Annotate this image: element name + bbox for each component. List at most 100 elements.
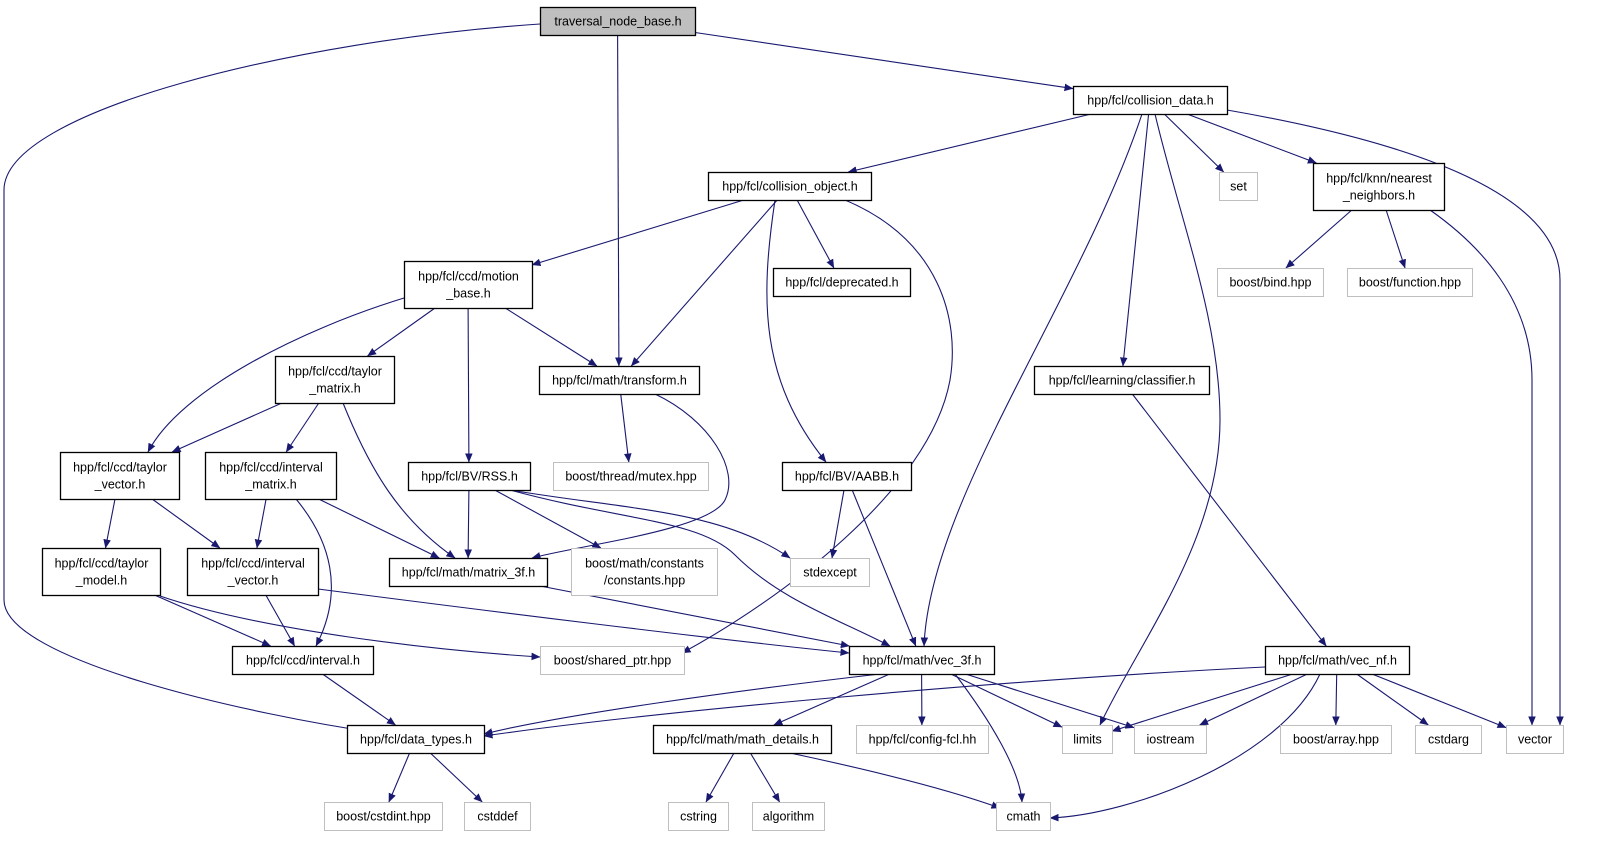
node-label: boost/thread/mutex.hpp — [565, 470, 696, 484]
edge-taylor-model-to-interval — [154, 594, 272, 647]
node-knn[interactable]: hpp/fcl/knn/nearest_neighbors.h — [1312, 162, 1446, 212]
node-box — [1415, 725, 1482, 754]
node-iostream[interactable]: iostream — [1134, 725, 1207, 754]
edge-taylor-vector-to-interval-vector — [151, 498, 221, 549]
edge-collision-data-to-knn — [1186, 113, 1317, 164]
edge-aabb-to-stdexcept — [829, 489, 845, 559]
node-constants[interactable]: boost/math/constants/constants.hpp — [571, 548, 718, 596]
node-collision-data[interactable]: hpp/fcl/collision_data.h — [1072, 85, 1229, 116]
node-motion-base[interactable]: hpp/fcl/ccd/motion_base.h — [403, 260, 534, 310]
node-mutex[interactable]: boost/thread/mutex.hpp — [553, 462, 709, 491]
node-taylor-model[interactable]: hpp/fcl/ccd/taylor _model.h — [41, 547, 162, 597]
node-label: hpp/fcl/math/vec_3f.h — [863, 654, 982, 668]
edge-collision-data-to-classifier — [1120, 113, 1150, 367]
edge-data-types-to-cstdint — [388, 752, 411, 803]
edge-vec-nf-to-data-types — [483, 666, 1266, 739]
node-taylor-vector[interactable]: hpp/fcl/ccd/taylor_vector.h — [59, 451, 181, 501]
node-box — [403, 260, 534, 310]
node-boost-bind[interactable]: boost/bind.hpp — [1217, 268, 1324, 297]
node-box — [1134, 725, 1207, 754]
node-label: boost/bind.hpp — [1229, 276, 1311, 290]
edge-interval-matrix-to-matrix-3f — [318, 498, 440, 559]
edge-motion-base-to-taylor-vector — [147, 297, 405, 453]
node-label: stdexcept — [803, 566, 857, 580]
node-box — [324, 802, 443, 831]
node-label: _model.h — [75, 574, 127, 588]
edge-rss-to-constants — [494, 489, 602, 549]
node-label: hpp/fcl/math/matrix_3f.h — [402, 566, 535, 580]
node-taylor-matrix[interactable]: hpp/fcl/ccd/taylor_matrix.h — [274, 355, 396, 405]
node-classifier[interactable]: hpp/fcl/learning/classifier.h — [1033, 365, 1211, 396]
edge-vec-nf-to-boost-array — [1332, 673, 1340, 726]
node-box — [1033, 365, 1211, 396]
edge-vec-3f-to-limits — [950, 673, 1063, 728]
node-box — [540, 646, 685, 675]
edge-collision-object-to-transform — [630, 199, 778, 367]
edge-traversal-to-collision-data — [694, 31, 1074, 92]
node-label: hpp/fcl/math/transform.h — [552, 374, 687, 388]
edge-interval-vector-to-interval — [265, 594, 296, 647]
edge-aabb-to-vec-3f — [851, 489, 917, 647]
node-label: _matrix.h — [244, 478, 296, 492]
node-interval-vector[interactable]: hpp/fcl/ccd/interval_vector.h — [186, 547, 320, 597]
edge-vec-nf-to-vector — [1371, 673, 1507, 729]
node-matrix-3f[interactable]: hpp/fcl/math/matrix_3f.h — [388, 557, 549, 588]
node-vec-nf[interactable]: hpp/fcl/math/vec_nf.h — [1264, 645, 1411, 676]
edge-collision-data-to-set — [1163, 113, 1225, 173]
node-label: /constants.hpp — [604, 574, 685, 588]
node-boost-function[interactable]: boost/function.hpp — [1347, 268, 1473, 297]
node-data-types[interactable]: hpp/fcl/data_types.h — [346, 724, 486, 755]
node-box — [752, 802, 825, 831]
node-shared-ptr[interactable]: boost/shared_ptr.hpp — [540, 646, 685, 675]
node-interval[interactable]: hpp/fcl/ccd/interval.h — [231, 645, 375, 676]
node-box — [1280, 725, 1392, 754]
node-label: limits — [1073, 733, 1101, 747]
node-label: cstdarg — [1428, 733, 1469, 747]
edge-knn-to-vector — [1429, 209, 1536, 726]
node-box — [538, 365, 701, 396]
edge-vec-nf-to-cstdarg — [1356, 673, 1429, 726]
node-cstdint[interactable]: boost/cstdint.hpp — [324, 802, 443, 831]
node-set[interactable]: set — [1219, 172, 1258, 201]
edge-data-types-to-cstddef — [429, 752, 483, 803]
node-vector[interactable]: vector — [1506, 725, 1564, 754]
edge-collision-data-to-vec-3f — [920, 113, 1143, 647]
node-label: hpp/fcl/BV/RSS.h — [421, 470, 518, 484]
node-collision-object[interactable]: hpp/fcl/collision_object.h — [707, 171, 873, 202]
node-box — [848, 645, 996, 676]
node-label: hpp/fcl/ccd/interval — [219, 461, 323, 475]
node-deprecated[interactable]: hpp/fcl/deprecated.h — [772, 267, 912, 298]
node-transform[interactable]: hpp/fcl/math/transform.h — [538, 365, 701, 396]
node-label: hpp/fcl/collision_object.h — [722, 180, 858, 194]
node-label: set — [1230, 180, 1247, 194]
node-box — [231, 645, 375, 676]
node-cstdarg[interactable]: cstdarg — [1415, 725, 1482, 754]
edge-math-details-to-cstring — [705, 752, 735, 803]
edge-interval-matrix-to-interval-vector — [254, 498, 267, 549]
node-rss[interactable]: hpp/fcl/BV/RSS.h — [407, 461, 532, 492]
node-label: hpp/fcl/ccd/taylor — [55, 557, 149, 571]
node-interval-matrix[interactable]: hpp/fcl/ccd/interval _matrix.h — [204, 451, 338, 501]
node-config-fcl[interactable]: hpp/fcl/config-fcl.hh — [856, 725, 989, 754]
node-box — [1062, 725, 1113, 754]
node-box — [1217, 268, 1324, 297]
node-traversal[interactable]: traversal_node_base.h — [539, 6, 697, 37]
node-algorithm[interactable]: algorithm — [752, 802, 825, 831]
node-label: _vector.h — [94, 478, 146, 492]
node-boost-array[interactable]: boost/array.hpp — [1280, 725, 1392, 754]
node-math-details[interactable]: hpp/fcl/math/math_details.h — [652, 724, 833, 755]
node-cstddef[interactable]: cstddef — [464, 802, 531, 831]
node-limits[interactable]: limits — [1062, 725, 1113, 754]
edge-math-details-to-algorithm — [749, 752, 781, 803]
node-label: cmath — [1006, 810, 1040, 824]
edge-motion-base-to-rss — [465, 307, 473, 463]
node-vec-3f[interactable]: hpp/fcl/math/vec_3f.h — [848, 645, 996, 676]
node-stdexcept[interactable]: stdexcept — [790, 558, 870, 587]
node-box — [1264, 645, 1411, 676]
node-label: hpp/fcl/ccd/motion — [418, 270, 519, 284]
node-cstring[interactable]: cstring — [668, 802, 729, 831]
edge-transform-to-mutex — [620, 393, 632, 463]
node-aabb[interactable]: hpp/fcl/BV/AABB.h — [781, 461, 913, 492]
node-label: hpp/fcl/ccd/interval.h — [246, 654, 360, 668]
node-cmath[interactable]: cmath — [996, 802, 1051, 831]
